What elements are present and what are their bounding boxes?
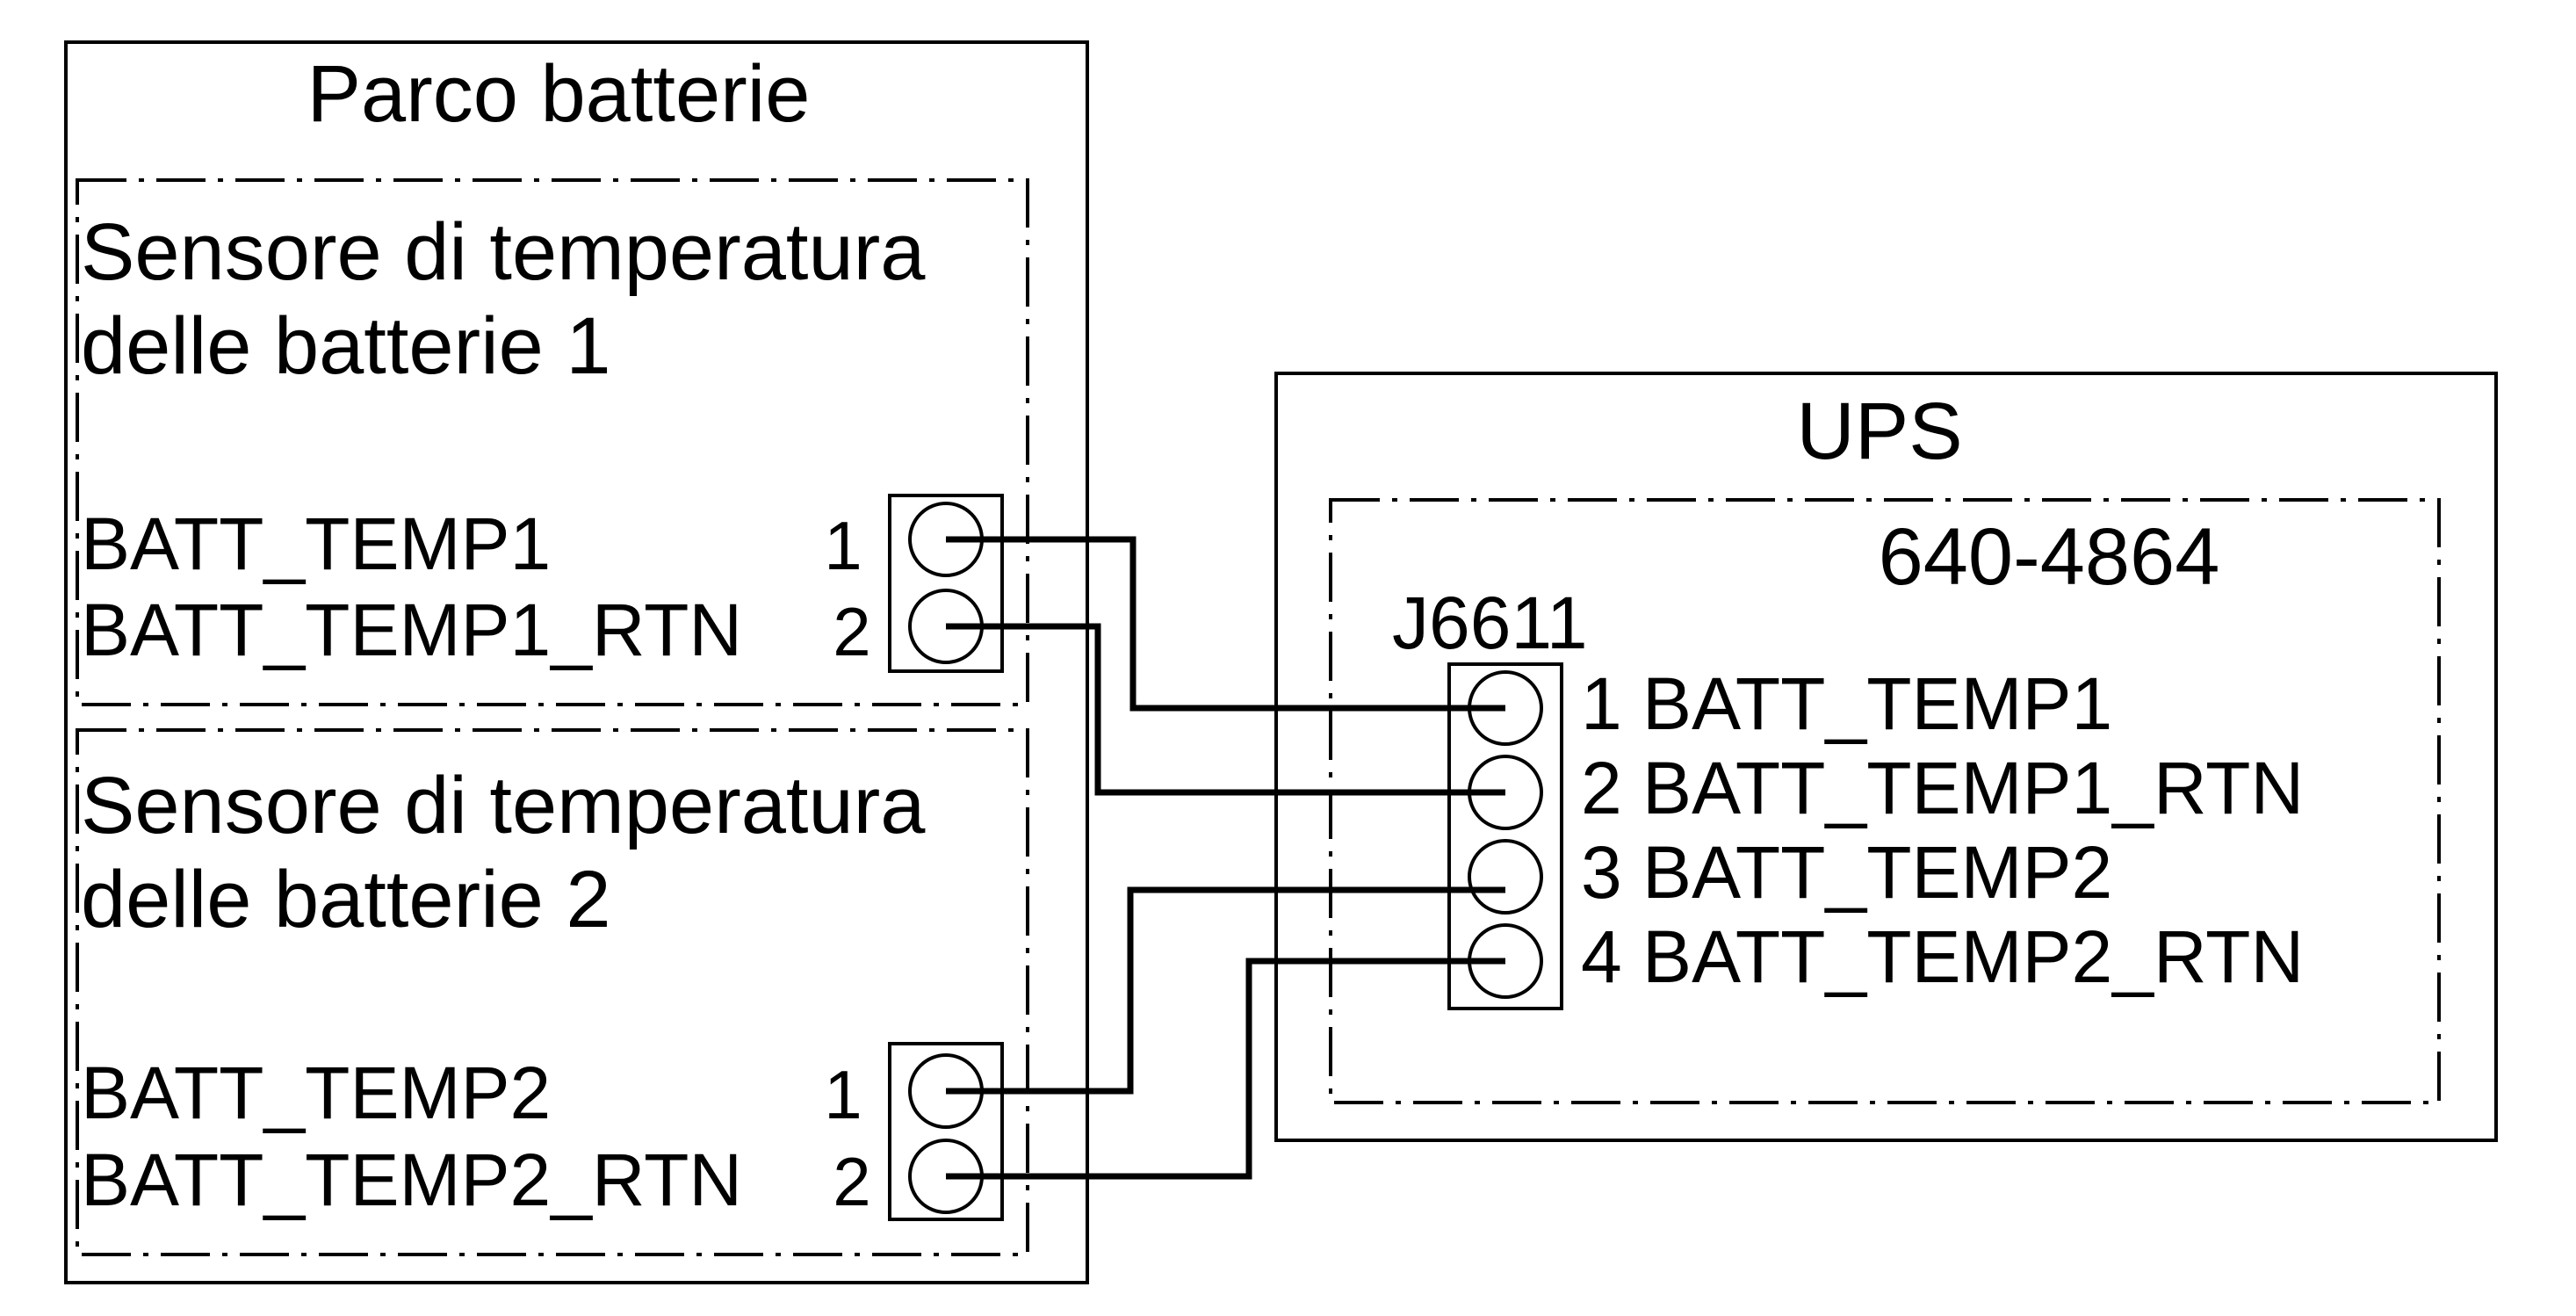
sensor1-title-line2: delle batterie 1 bbox=[81, 301, 611, 391]
sensor1-pin2-number: 2 bbox=[833, 593, 870, 670]
sensor2-pin2-signal: BATT_TEMP2_RTN bbox=[81, 1139, 742, 1221]
wire-batt-temp2-rtn bbox=[946, 958, 1505, 1180]
ups-pin3-terminal bbox=[1468, 839, 1543, 915]
sensor1-pin2-signal: BATT_TEMP1_RTN bbox=[81, 589, 742, 671]
sensor1-pin1-number: 1 bbox=[824, 507, 862, 584]
ups-pin2-label: 2 BATT_TEMP1_RTN bbox=[1581, 747, 2304, 829]
sensor1-title-line1: Sensore di temperatura bbox=[81, 207, 926, 297]
ups-board-part-number: 640-4864 bbox=[1879, 512, 2220, 602]
sensor2-pin2-number: 2 bbox=[833, 1143, 870, 1220]
wire-batt-temp2 bbox=[946, 886, 1505, 1095]
ups-pin3-label: 3 BATT_TEMP2 bbox=[1581, 831, 2112, 914]
ups-pin1-label: 1 BATT_TEMP1 bbox=[1581, 662, 2112, 745]
sensor2-pin1-number: 1 bbox=[824, 1056, 862, 1133]
ups-connector-name: J6611 bbox=[1392, 582, 1588, 664]
sensor1-module bbox=[76, 178, 1029, 706]
sensor2-module bbox=[76, 728, 1029, 1256]
ups-frame bbox=[1274, 372, 2498, 1142]
ups-board-module bbox=[1329, 498, 2441, 1104]
battery-pack-title: Parco batterie bbox=[307, 49, 811, 139]
wire-batt-temp1 bbox=[946, 536, 1505, 712]
sensor2-pin1-signal: BATT_TEMP2 bbox=[81, 1052, 551, 1134]
ups-pin4-label: 4 BATT_TEMP2_RTN bbox=[1581, 915, 2304, 998]
battery-pack-frame bbox=[64, 40, 1089, 1284]
sensor1-pin1-signal: BATT_TEMP1 bbox=[81, 503, 551, 585]
sensor2-title-line2: delle batterie 2 bbox=[81, 855, 611, 944]
ups-title: UPS bbox=[1796, 387, 1962, 476]
wire-batt-temp1-rtn bbox=[946, 623, 1505, 796]
sensor2-title-line1: Sensore di temperatura bbox=[81, 761, 926, 850]
